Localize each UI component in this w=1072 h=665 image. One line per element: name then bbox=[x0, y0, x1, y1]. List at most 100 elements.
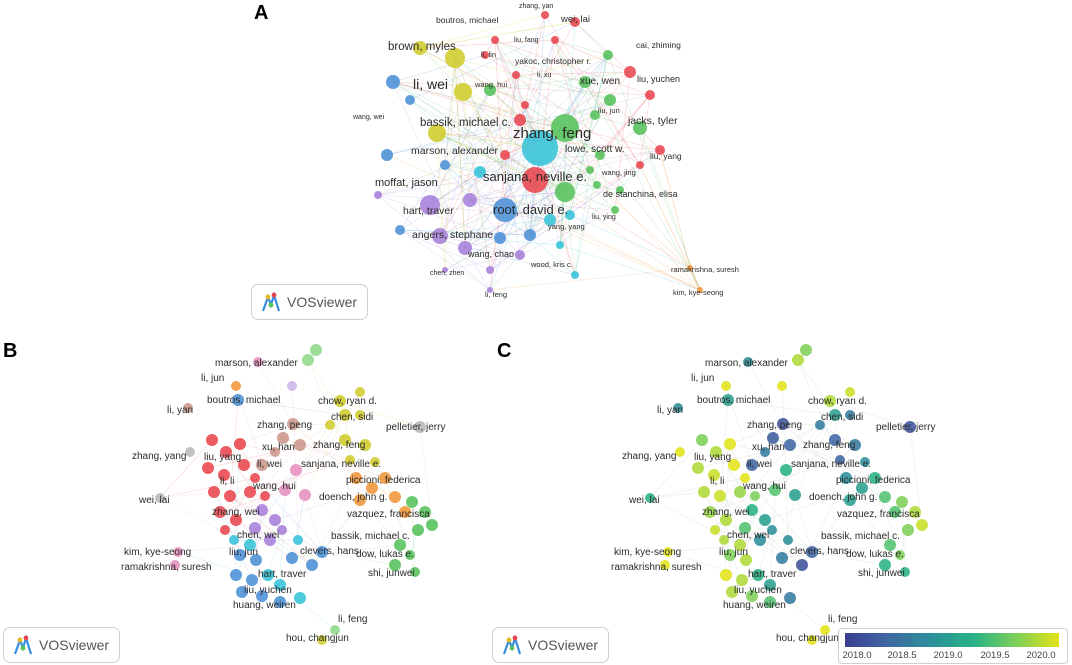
author-node[interactable] bbox=[279, 484, 291, 496]
author-node[interactable] bbox=[740, 473, 750, 483]
author-node[interactable] bbox=[244, 486, 256, 498]
author-node[interactable] bbox=[253, 357, 263, 367]
author-node[interactable] bbox=[244, 539, 256, 551]
author-node[interactable] bbox=[675, 447, 685, 457]
author-node[interactable] bbox=[740, 554, 752, 566]
author-node[interactable] bbox=[306, 559, 318, 571]
author-node[interactable] bbox=[844, 494, 856, 506]
author-node[interactable] bbox=[494, 232, 506, 244]
author-node[interactable] bbox=[754, 534, 766, 546]
author-node[interactable] bbox=[736, 574, 748, 586]
author-node[interactable] bbox=[500, 150, 510, 160]
author-node[interactable] bbox=[555, 182, 575, 202]
author-node[interactable] bbox=[334, 395, 346, 407]
author-node[interactable] bbox=[277, 525, 287, 535]
author-node[interactable] bbox=[750, 491, 760, 501]
author-node[interactable] bbox=[889, 506, 901, 518]
author-node[interactable] bbox=[571, 271, 579, 279]
author-node[interactable] bbox=[458, 241, 472, 255]
author-node[interactable] bbox=[904, 421, 916, 433]
author-node[interactable] bbox=[645, 493, 655, 503]
author-node[interactable] bbox=[604, 94, 616, 106]
author-node[interactable] bbox=[895, 550, 905, 560]
author-node[interactable] bbox=[780, 464, 792, 476]
author-node[interactable] bbox=[359, 439, 371, 451]
author-node[interactable] bbox=[287, 418, 299, 430]
author-node[interactable] bbox=[704, 506, 716, 518]
author-node[interactable] bbox=[616, 186, 624, 194]
author-node[interactable] bbox=[800, 344, 812, 356]
author-node[interactable] bbox=[521, 101, 529, 109]
author-node[interactable] bbox=[719, 535, 729, 545]
vosviewer-badge-b[interactable]: VOSviewer bbox=[3, 627, 121, 663]
author-node[interactable] bbox=[556, 241, 564, 249]
author-node[interactable] bbox=[522, 130, 558, 166]
author-node[interactable] bbox=[484, 84, 496, 96]
author-node[interactable] bbox=[173, 547, 183, 557]
author-node[interactable] bbox=[845, 410, 855, 420]
author-node[interactable] bbox=[697, 287, 703, 293]
author-node[interactable] bbox=[660, 560, 670, 570]
author-node[interactable] bbox=[522, 167, 548, 193]
author-node[interactable] bbox=[325, 420, 335, 430]
author-node[interactable] bbox=[696, 434, 708, 446]
author-node[interactable] bbox=[399, 506, 411, 518]
author-node[interactable] bbox=[234, 549, 246, 561]
author-node[interactable] bbox=[389, 559, 401, 571]
author-node[interactable] bbox=[760, 447, 770, 457]
author-node[interactable] bbox=[170, 560, 180, 570]
author-node[interactable] bbox=[463, 193, 477, 207]
author-node[interactable] bbox=[636, 161, 644, 169]
author-node[interactable] bbox=[835, 455, 845, 465]
author-node[interactable] bbox=[419, 506, 431, 518]
author-node[interactable] bbox=[394, 539, 406, 551]
author-node[interactable] bbox=[590, 110, 600, 120]
author-node[interactable] bbox=[256, 590, 268, 602]
author-node[interactable] bbox=[764, 579, 776, 591]
author-node[interactable] bbox=[481, 51, 489, 59]
author-node[interactable] bbox=[710, 446, 722, 458]
author-node[interactable] bbox=[783, 535, 793, 545]
author-node[interactable] bbox=[250, 554, 262, 566]
author-node[interactable] bbox=[474, 166, 486, 178]
author-node[interactable] bbox=[294, 439, 306, 451]
author-node[interactable] bbox=[611, 206, 619, 214]
author-node[interactable] bbox=[869, 472, 881, 484]
author-node[interactable] bbox=[234, 438, 246, 450]
author-node[interactable] bbox=[714, 490, 726, 502]
author-node[interactable] bbox=[624, 66, 636, 78]
author-node[interactable] bbox=[395, 225, 405, 235]
author-node[interactable] bbox=[381, 149, 393, 161]
author-node[interactable] bbox=[250, 473, 260, 483]
author-node[interactable] bbox=[299, 489, 311, 501]
author-node[interactable] bbox=[710, 525, 720, 535]
author-node[interactable] bbox=[229, 535, 239, 545]
author-node[interactable] bbox=[414, 421, 426, 433]
author-node[interactable] bbox=[806, 546, 818, 558]
author-node[interactable] bbox=[829, 409, 841, 421]
author-node[interactable] bbox=[277, 432, 289, 444]
author-node[interactable] bbox=[345, 455, 355, 465]
author-node[interactable] bbox=[350, 472, 362, 484]
author-node[interactable] bbox=[231, 381, 241, 391]
author-node[interactable] bbox=[896, 496, 908, 508]
author-node[interactable] bbox=[232, 394, 244, 406]
author-node[interactable] bbox=[310, 344, 322, 356]
author-node[interactable] bbox=[286, 552, 298, 564]
author-node[interactable] bbox=[420, 195, 440, 215]
author-node[interactable] bbox=[256, 459, 268, 471]
author-node[interactable] bbox=[230, 514, 242, 526]
author-node[interactable] bbox=[777, 381, 787, 391]
author-node[interactable] bbox=[339, 434, 351, 446]
author-node[interactable] bbox=[565, 210, 575, 220]
author-node[interactable] bbox=[820, 625, 830, 635]
author-node[interactable] bbox=[412, 524, 424, 536]
author-node[interactable] bbox=[214, 506, 226, 518]
author-node[interactable] bbox=[746, 504, 758, 516]
author-node[interactable] bbox=[354, 494, 366, 506]
author-node[interactable] bbox=[900, 567, 910, 577]
author-node[interactable] bbox=[789, 489, 801, 501]
author-node[interactable] bbox=[769, 484, 781, 496]
author-node[interactable] bbox=[720, 514, 732, 526]
author-node[interactable] bbox=[792, 354, 804, 366]
